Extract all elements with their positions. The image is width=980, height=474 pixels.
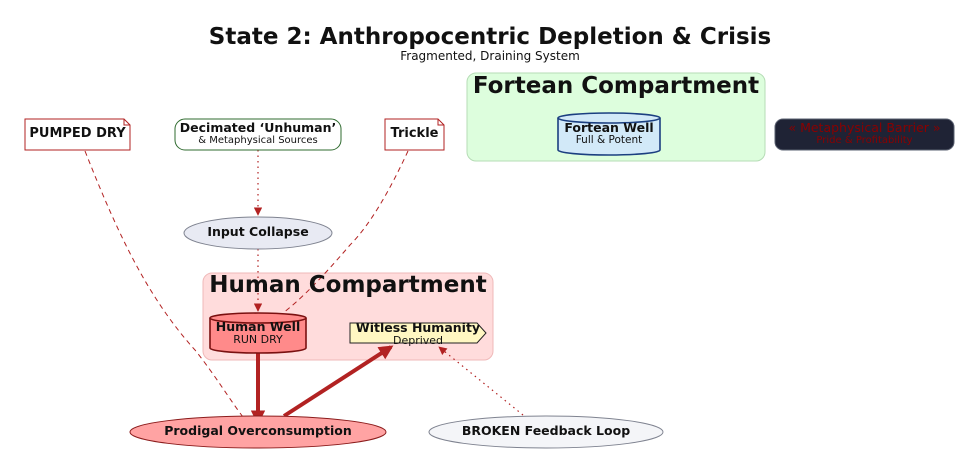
input-collapse-text: Input Collapse — [207, 224, 309, 239]
prodigal-text: Prodigal Overconsumption — [164, 423, 352, 438]
fortean-well-top — [557, 112, 661, 124]
fortean-well-subtitle: Full & Potent — [575, 133, 643, 146]
fortean-well-label: Fortean Well Full & Potent — [558, 121, 660, 146]
decimated-sources-box — [174, 118, 342, 151]
human-well-top — [209, 312, 307, 324]
fortean-compartment-label: Fortean Compartment — [472, 73, 760, 99]
human-well-title: Human Well — [215, 319, 301, 334]
human-well-subtitle: RUN DRY — [233, 332, 283, 346]
decimated-sources-title: Decimated ‘Unhuman’ — [179, 120, 337, 135]
fortean-well-cylinder — [557, 118, 661, 156]
witless-humanity-shape — [349, 322, 487, 344]
broken-loop-ellipse — [428, 415, 664, 449]
human-compartment-label: Human Compartment — [209, 272, 487, 298]
human-well-label: Human Well RUN DRY — [210, 320, 306, 346]
trickle-note — [384, 118, 445, 151]
witless-humanity-label: Witless Humanity Deprived — [350, 321, 486, 347]
fortean-well-title: Fortean Well — [564, 120, 654, 135]
human-well-cylinder — [209, 318, 307, 354]
witless-humanity-title: Witless Humanity — [355, 320, 481, 335]
barrier-title: « Metaphysical Barrier » — [788, 120, 941, 135]
metaphysical-barrier-box — [774, 118, 955, 151]
broken-loop-label: BROKEN Feedback Loop — [429, 424, 663, 438]
input-collapse-ellipse — [183, 216, 333, 250]
witless-humanity-subtitle: Deprived — [392, 333, 444, 347]
edge-prodigal-to-witless — [282, 345, 394, 418]
trickle-label: Trickle — [390, 126, 439, 141]
prodigal-label: Prodigal Overconsumption — [130, 424, 386, 438]
broken-loop-text: BROKEN Feedback Loop — [461, 423, 631, 438]
edge-trickle-to-humanwell — [282, 150, 409, 314]
trickle-note-fold — [437, 119, 444, 126]
metaphysical-barrier-label: « Metaphysical Barrier » Pride & Profita… — [775, 121, 954, 146]
barrier-subtitle: Pride & Profitability — [816, 134, 913, 146]
input-collapse-label: Input Collapse — [184, 225, 332, 239]
edge-pumped-to-prodigal — [84, 150, 244, 418]
diagram-title: State 2: Anthropocentric Depletion & Cri… — [208, 24, 772, 50]
prodigal-ellipse — [129, 415, 387, 449]
pumped-dry-label: PUMPED DRY — [29, 126, 126, 141]
pumped-dry-note-fold — [123, 119, 130, 126]
decimated-sources-label: Decimated ‘Unhuman’ & Metaphysical Sourc… — [175, 121, 341, 146]
pumped-dry-note — [24, 118, 131, 151]
diagram-subtitle: Fragmented, Draining System — [400, 49, 580, 63]
decimated-sources-subtitle: & Metaphysical Sources — [198, 134, 318, 146]
